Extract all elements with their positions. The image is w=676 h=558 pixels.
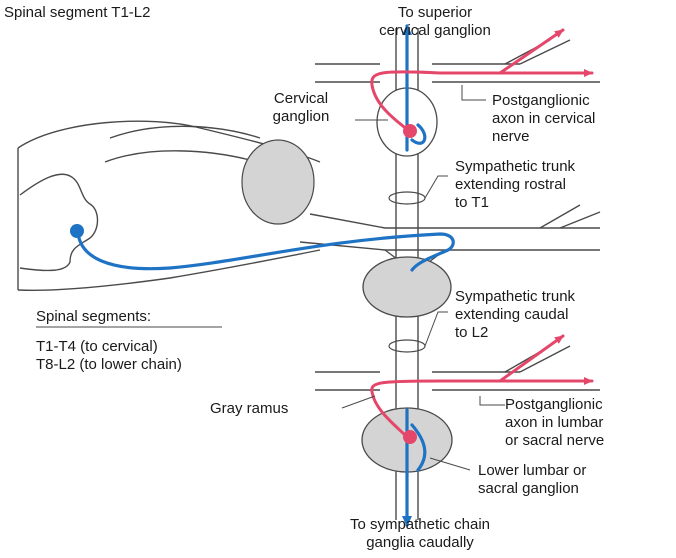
segments-line1: T1-T4 (to cervical) [36,338,182,356]
segments-list: T1-T4 (to cervical) T8-L2 (to lower chai… [36,338,182,374]
cervical-ganglion-line1: Cervical [246,90,356,108]
trunk-caudal-line2: extending caudal [455,306,575,324]
post-lumbar-label: Postganglionic axon in lumbar or sacral … [505,396,604,450]
lower-ganglion-line1: Lower lumbar or [478,462,586,480]
trunk-rostral-line2: extending rostral [455,176,575,194]
page-title: Spinal segment T1-L2 [4,4,150,22]
superior-label-line1: To superior [355,4,515,22]
preganglionic-cell-body [70,224,84,238]
superior-label-line2: cervical ganglion [355,22,515,40]
lumbar-nerve [315,346,600,390]
segments-line2: T8-L2 (to lower chain) [36,356,182,374]
segments-heading: Spinal segments: [36,308,151,326]
post-cervical-line2: axon in cervical [492,110,595,128]
trunk-caudal-label: Sympathetic trunk extending caudal to L2 [455,288,575,342]
post-lumbar-line2: axon in lumbar [505,414,604,432]
trunk-caudal-line1: Sympathetic trunk [455,288,575,306]
lower-ganglion-label: Lower lumbar or sacral ganglion [478,462,586,498]
trunk-caudal-line3: to L2 [455,324,575,342]
cervical-nerve [315,40,600,82]
caudal-line2: ganglia caudally [320,534,520,552]
trunk-rostral-label: Sympathetic trunk extending rostral to T… [455,158,575,212]
cervical-ganglion-label: Cervical ganglion [246,90,356,126]
gray-ramus-label: Gray ramus [210,400,288,418]
post-cervical-line1: Postganglionic [492,92,595,110]
caudal-loop-marker [389,340,425,352]
trunk-rostral-line3: to T1 [455,194,575,212]
post-lumbar-line3: or sacral nerve [505,432,604,450]
caudal-chain-label: To sympathetic chain ganglia caudally [320,516,520,552]
cervical-postganglionic-cell-body [403,124,417,138]
cervical-ganglion-line2: ganglion [246,108,356,126]
dorsal-root-ganglion [242,140,314,224]
lumbar-postganglionic-cell-body [403,430,417,444]
thoracic-ganglion [363,257,451,317]
caudal-line1: To sympathetic chain [320,516,520,534]
post-lumbar-line1: Postganglionic [505,396,604,414]
superior-cervical-label: To superior cervical ganglion [355,4,515,40]
rostral-loop-marker [389,192,425,204]
post-cervical-label: Postganglionic axon in cervical nerve [492,92,595,146]
post-cervical-line3: nerve [492,128,595,146]
trunk-rostral-line1: Sympathetic trunk [455,158,575,176]
lower-ganglion-line2: sacral ganglion [478,480,586,498]
